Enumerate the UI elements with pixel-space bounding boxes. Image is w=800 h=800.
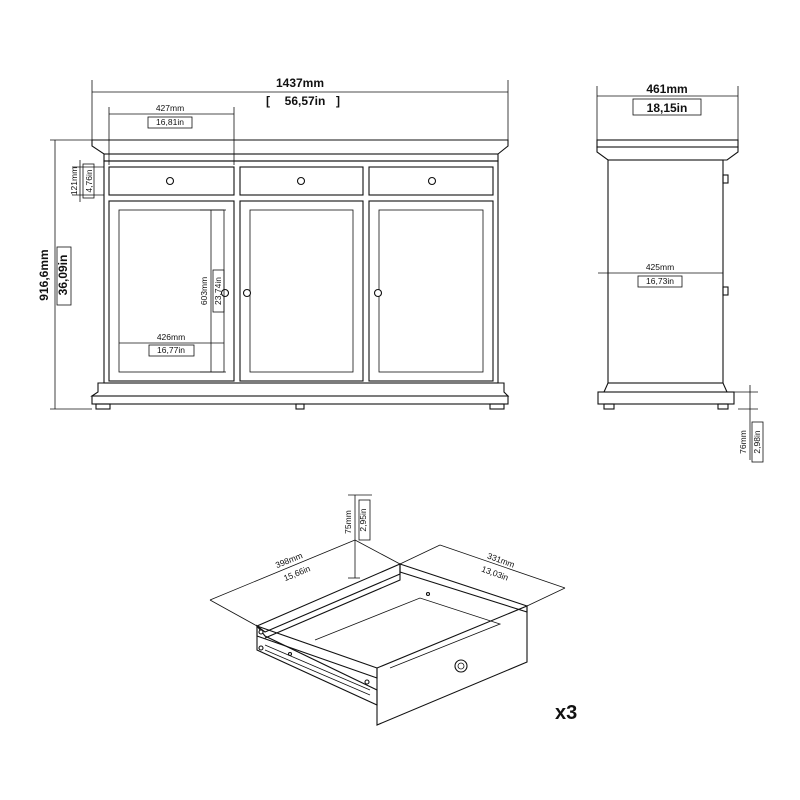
leg-height-in: 2,98in bbox=[752, 430, 762, 453]
drawer-height-in: 4,76in bbox=[84, 169, 94, 192]
inner-width-mm: 426mm bbox=[157, 332, 185, 342]
leg-height-dimension: 76mm 2,98in bbox=[734, 385, 764, 463]
side-inner-depth-mm: 425mm bbox=[646, 262, 674, 272]
front-view bbox=[90, 139, 510, 410]
drawer-height-mm: 121mm bbox=[69, 167, 79, 195]
inner-width-dimension: 426mm 16,77in bbox=[119, 332, 224, 357]
front-width-mm: 1437mm bbox=[276, 76, 324, 90]
side-view bbox=[596, 139, 739, 410]
leg-height-mm: 76mm bbox=[738, 430, 748, 454]
front-height-dimension: 916,6mm 36,09in bbox=[37, 139, 92, 410]
door-width-mm: 427mm bbox=[156, 103, 184, 113]
drawer-height-dimension: 121mm 4,76in bbox=[69, 160, 104, 202]
inner-height-dimension: 603mm 23,74in bbox=[199, 209, 226, 373]
drawer-quantity: x3 bbox=[555, 702, 577, 724]
side-depth-mm: 461mm bbox=[646, 82, 687, 96]
side-inner-depth-in: 16,73in bbox=[646, 276, 674, 286]
inner-height-mm: 603mm bbox=[199, 277, 209, 305]
bracket-right: ] bbox=[336, 94, 340, 108]
side-inner-depth-dimension: 425mm 16,73in bbox=[598, 262, 723, 288]
door-width-in: 16,81in bbox=[156, 117, 184, 127]
inner-height-in: 23,74in bbox=[213, 277, 223, 305]
drawer-iso-height-in: 2,95in bbox=[358, 508, 368, 531]
drawer-iso-height-mm: 75mm bbox=[343, 510, 353, 534]
front-height-mm: 916,6mm bbox=[37, 249, 51, 300]
side-depth-in: 18,15in bbox=[647, 101, 688, 115]
side-depth-dimension: 461mm 18,15in bbox=[596, 82, 739, 140]
drawer-height-iso-dimension: 75mm 2,95in bbox=[343, 494, 372, 579]
drawer-width-dimension: 398mm 15,66in bbox=[209, 539, 401, 627]
inner-width-in: 16,77in bbox=[157, 345, 185, 355]
front-height-in: 36,09in bbox=[56, 255, 70, 296]
front-width-dimension: 1437mm 56,57in [ ] bbox=[91, 76, 509, 140]
front-width-in: 56,57in bbox=[285, 94, 326, 108]
drawer-depth-dimension: 331mm 13,03in bbox=[399, 544, 566, 607]
drawer-isometric bbox=[255, 563, 528, 726]
door-width-dimension: 427mm 16,81in bbox=[108, 103, 235, 165]
bracket-left: [ bbox=[266, 94, 270, 108]
